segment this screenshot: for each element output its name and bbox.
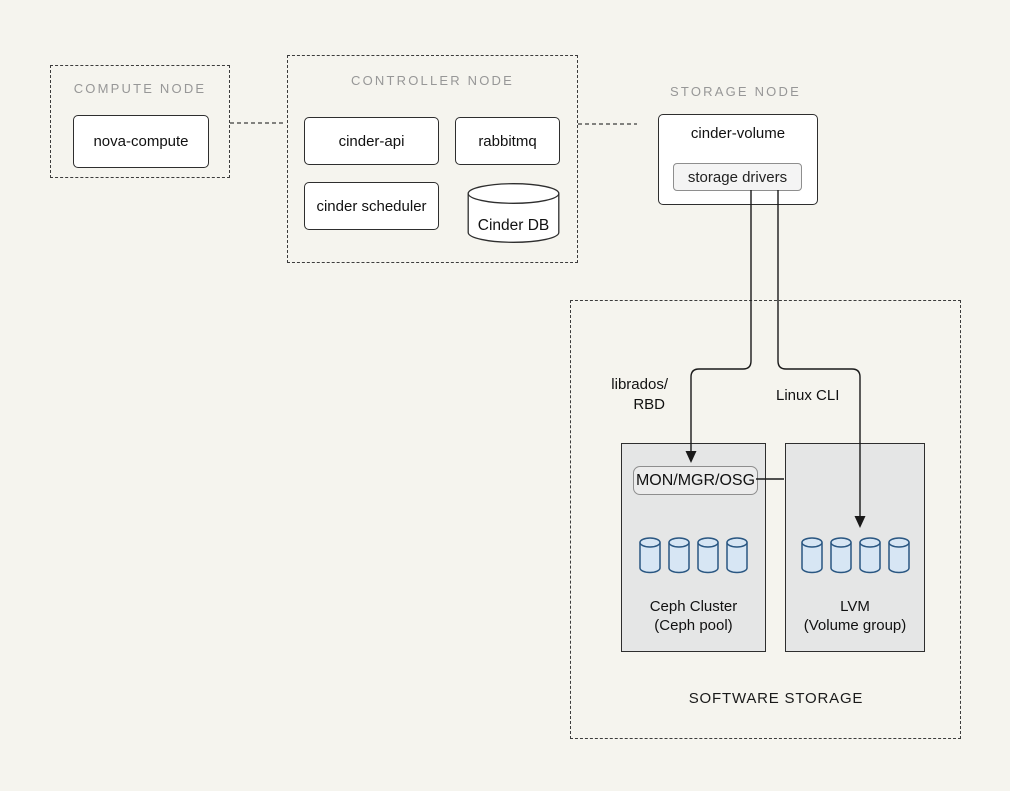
ceph-cluster-name: Ceph Cluster	[649, 598, 738, 615]
librados-label-line2: RBD	[633, 396, 665, 413]
ceph-cluster-detail: (Ceph pool)	[654, 617, 733, 634]
disk-cylinder-icon	[639, 537, 661, 574]
lvm-name: LVM	[840, 598, 870, 615]
lvm-detail: (Volume group)	[803, 617, 907, 634]
cinder-volume-box: cinder-volume storage drivers	[658, 114, 818, 205]
librados-rbd-label: librados/ RBD	[578, 375, 668, 415]
cinder-scheduler-label: cinder scheduler	[316, 197, 427, 215]
lvm-box: LVM (Volume group)	[785, 443, 925, 652]
lvm-disk-row	[801, 537, 910, 574]
storage-drivers-label: storage drivers	[687, 168, 788, 186]
librados-label-line1: librados/	[611, 376, 668, 393]
cinder-api-box: cinder-api	[304, 117, 439, 165]
ceph-disk-row	[639, 537, 748, 574]
disk-cylinder-icon	[697, 537, 719, 574]
disk-cylinder-icon	[726, 537, 748, 574]
linux-cli-label: Linux CLI	[776, 387, 840, 404]
disk-cylinder-icon	[888, 537, 910, 574]
storage-drivers-box: storage drivers	[673, 163, 802, 191]
ceph-mon-badge: MON/MGR/OSG	[633, 466, 758, 495]
disk-cylinder-icon	[801, 537, 823, 574]
disk-cylinder-icon	[830, 537, 852, 574]
lvm-label: LVM (Volume group)	[786, 597, 924, 635]
cinder-db-cylinder: Cinder DB	[467, 182, 560, 244]
rabbitmq-label: rabbitmq	[478, 132, 537, 150]
disk-cylinder-icon	[668, 537, 690, 574]
cinder-volume-label: cinder-volume	[690, 125, 786, 142]
nova-compute-label: nova-compute	[93, 133, 189, 150]
rabbitmq-box: rabbitmq	[455, 117, 560, 165]
cinder-api-label: cinder-api	[338, 132, 405, 150]
ceph-cluster-box: MON/MGR/OSG Ceph Cluster (Ceph pool)	[621, 443, 766, 652]
cinder-db-label: Cinder DB	[477, 217, 550, 234]
controller-node-title: CONTROLLER NODE	[350, 73, 515, 88]
disk-cylinder-icon	[859, 537, 881, 574]
cinder-scheduler-box: cinder scheduler	[304, 182, 439, 230]
software-storage-box: MON/MGR/OSG Ceph Cluster (Ceph pool) LVM…	[570, 300, 961, 739]
compute-node-box: COMPUTE NODE nova-compute	[50, 65, 230, 178]
nova-compute-box: nova-compute	[73, 115, 209, 168]
ceph-cluster-label: Ceph Cluster (Ceph pool)	[622, 597, 765, 635]
controller-node-box: CONTROLLER NODE cinder-api rabbitmq cind…	[287, 55, 578, 263]
storage-node-title: STORAGE NODE	[670, 84, 801, 99]
ceph-mon-badge-label: MON/MGR/OSG	[635, 471, 756, 489]
software-storage-title: SOFTWARE STORAGE	[688, 690, 864, 707]
compute-node-title: COMPUTE NODE	[73, 81, 207, 96]
